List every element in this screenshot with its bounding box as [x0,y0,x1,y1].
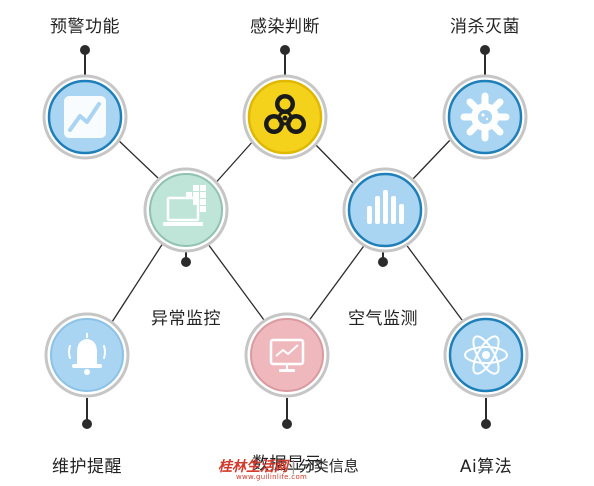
biohazard-icon [264,94,306,134]
watermark-category: 分类信息 [298,457,359,475]
connector-lines [111,137,463,323]
label-warning: 预警功能 [50,17,120,37]
watermark-separator: | [291,459,296,475]
gear-icon [460,92,510,142]
node-disinfect [442,74,528,160]
atom-icon [464,335,508,375]
node-infection [242,74,328,160]
node-anomaly [143,167,229,253]
label-disinfect: 消杀灭菌 [450,17,520,37]
monitor-icon [163,185,206,226]
stem-lines [80,45,491,429]
watermark: 桂林生活网|分类信息 www.guilinlife.com [218,455,398,481]
node-warning [42,74,128,160]
label-ai: Ai算法 [459,457,513,477]
line-chart-icon [64,96,106,138]
label-infection: 感染判断 [250,17,320,37]
bar-chart-icon [367,190,404,224]
label-maintain: 维护提醒 [52,457,122,477]
watermark-brand: 桂林生活网 [218,459,288,475]
node-display [244,312,330,398]
label-display: 数据显示 [252,454,322,474]
node-ai [443,312,529,398]
label-anomaly: 异常监控 [151,309,221,329]
watermark-url: www.guilinlife.com [236,473,308,481]
display-chart-icon [269,338,305,372]
node-air [342,167,428,253]
node-maintain [44,312,130,398]
bell-icon [68,333,106,375]
label-air: 空气监测 [348,309,418,329]
